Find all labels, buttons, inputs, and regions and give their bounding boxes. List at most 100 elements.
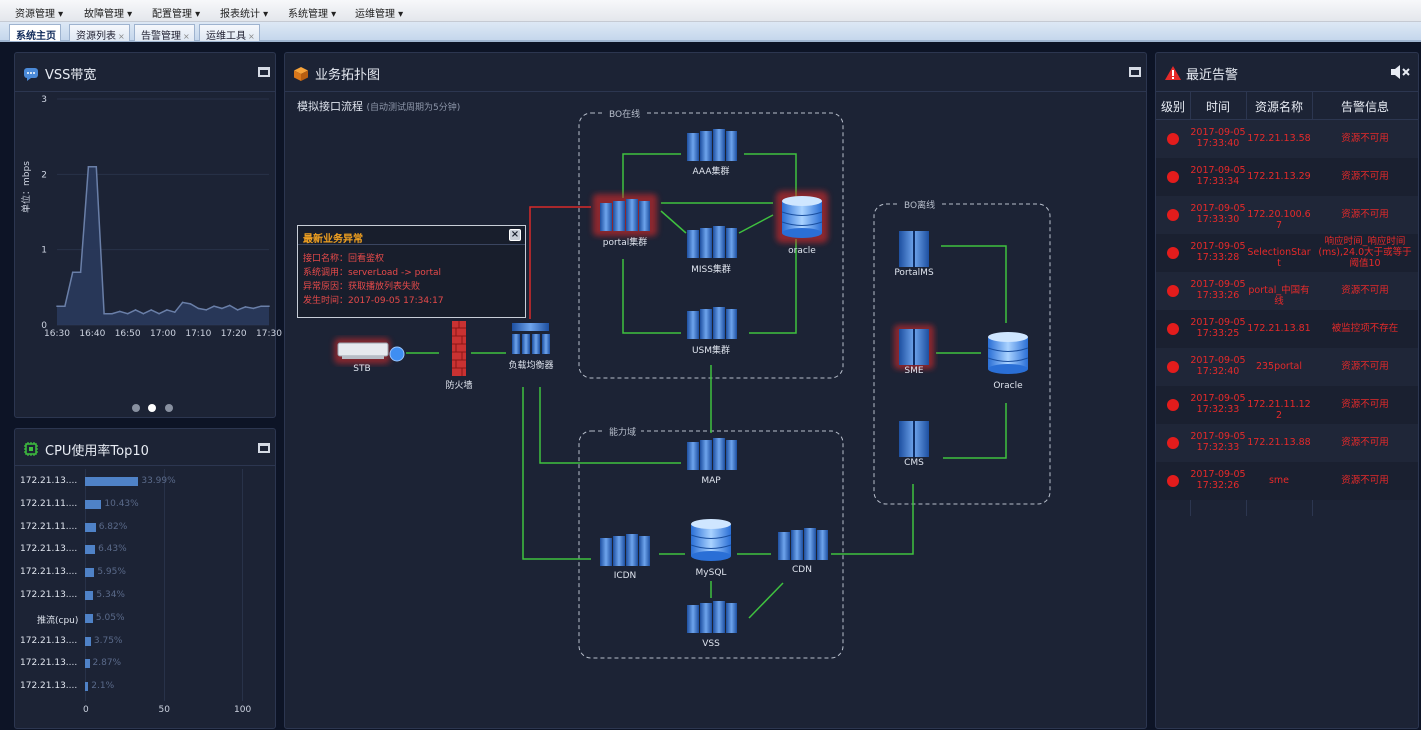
vss-point (228, 304, 231, 307)
vss-point (126, 312, 129, 315)
vss-point (173, 311, 176, 313)
node-miss-cluster[interactable]: MISS集群 (687, 226, 737, 275)
close-icon[interactable]: × (118, 32, 125, 41)
vss-point (252, 307, 255, 310)
node-sme[interactable]: SME (894, 325, 934, 376)
gridline (163, 469, 165, 701)
tab-alarm-mgmt[interactable]: 告警管理× (134, 24, 195, 42)
maximize-icon[interactable] (258, 443, 270, 453)
warning-icon (1165, 66, 1181, 80)
tab-ops-tools[interactable]: 运维工具× (199, 24, 260, 42)
menu-fault[interactable]: 故障管理 ▾ (84, 9, 133, 20)
vss-point (244, 306, 247, 308)
close-icon[interactable]: × (248, 32, 255, 41)
cpu-x-tick: 0 (83, 705, 89, 715)
node-aaa-cluster[interactable]: AAA集群 (687, 129, 737, 177)
alarm-date: 2017-09-05 (1190, 431, 1246, 442)
cpu-bar[interactable] (85, 545, 96, 555)
cpu-bar[interactable] (85, 522, 96, 532)
node-sme-label: SME (904, 366, 923, 376)
col-level[interactable]: 级别 (1160, 100, 1185, 114)
tab-home[interactable]: 系统主页 (9, 24, 61, 42)
popup-line: 异常原因：获取播放列表失败 (303, 282, 421, 292)
col-time[interactable]: 时间 (1205, 100, 1230, 114)
node-portalms[interactable]: PortalMS (894, 231, 934, 278)
vss-point (103, 312, 105, 315)
node-icdn[interactable]: ICDN (600, 534, 650, 581)
carousel-dot[interactable] (165, 404, 173, 412)
cpu-value-label: 10.43% (104, 498, 139, 509)
vss-point (166, 309, 168, 311)
menu-config[interactable]: 配置管理 ▾ (152, 9, 201, 20)
node-portal-cluster[interactable]: portal集群 (593, 194, 657, 248)
alarm-clock: 17:32:33 (1196, 442, 1240, 453)
maximize-icon[interactable] (1129, 67, 1141, 77)
cpu-bar[interactable] (85, 636, 91, 646)
cpu-bar[interactable] (85, 682, 89, 692)
menu-system[interactable]: 系统管理 ▾ (288, 9, 337, 20)
node-icdn-label: ICDN (614, 571, 637, 581)
alarm-clock: 17:33:28 (1196, 252, 1240, 263)
node-map[interactable]: MAP (687, 438, 737, 486)
col-resource[interactable]: 资源名称 (1254, 100, 1303, 114)
gridline (242, 469, 243, 701)
cpu-bar[interactable] (85, 613, 93, 623)
menu-resource[interactable]: 资源管理 ▾ (15, 9, 64, 20)
cpu-bar[interactable] (85, 659, 90, 669)
alarm-date: 2017-09-05 (1190, 279, 1246, 290)
mute-icon[interactable] (1389, 63, 1411, 81)
node-firewall-label: 防火墙 (445, 379, 472, 391)
node-vss-label: VSS (702, 639, 720, 649)
cpu-bar[interactable] (85, 499, 102, 509)
tab-resource-list[interactable]: 资源列表× (69, 24, 130, 42)
cpu-bar[interactable] (85, 568, 95, 578)
tab-resource-list-label: 资源列表 (76, 31, 116, 42)
carousel-dot[interactable] (132, 404, 140, 412)
node-firewall[interactable]: 防火墙 (445, 321, 473, 391)
cpu-value-label: 3.75% (93, 635, 123, 646)
alarm-clock: 17:33:34 (1196, 176, 1240, 187)
cpu-value-label: 5.95% (97, 567, 126, 578)
node-cdn[interactable]: CDN (778, 528, 828, 575)
vss-x-tick: 17:00 (150, 329, 176, 339)
close-icon[interactable]: × (183, 32, 190, 41)
vss-x-tick: 16:40 (79, 329, 105, 339)
cpu-bar[interactable] (85, 477, 139, 486)
maximize-icon[interactable] (258, 67, 270, 77)
menu-report[interactable]: 报表统计 ▾ (220, 9, 269, 20)
node-vss[interactable]: VSS (687, 601, 737, 649)
menu-ops[interactable]: 运维管理 ▾ (355, 9, 404, 20)
cpu-bar[interactable] (85, 591, 94, 600)
node-usm-cluster[interactable]: USM集群 (687, 307, 737, 356)
node-stb[interactable]: STB (334, 338, 405, 374)
node-oracle-offline[interactable]: Oracle (987, 331, 1029, 391)
node-load-balancer[interactable]: 负载均衡器 (508, 323, 554, 371)
node-cms[interactable]: CMS (899, 421, 929, 468)
alarm-clock: 17:32:33 (1196, 404, 1240, 415)
vss-point (150, 309, 153, 311)
group-bo-online-label: BO在线 (609, 108, 640, 120)
node-aaa-label: AAA集群 (693, 165, 730, 177)
node-mysql[interactable]: MySQL (690, 518, 732, 578)
vss-point (95, 166, 98, 168)
vss-point (268, 305, 270, 307)
tab-ops-tools-label: 运维工具 (206, 31, 246, 42)
popup-close-icon[interactable]: × (509, 229, 521, 241)
node-oracle-online[interactable]: oracle (776, 191, 828, 256)
col-message[interactable]: 告警信息 (1340, 100, 1389, 114)
carousel-dot-active[interactable] (148, 404, 156, 412)
vss-point (260, 305, 262, 307)
cube-icon (294, 67, 308, 81)
